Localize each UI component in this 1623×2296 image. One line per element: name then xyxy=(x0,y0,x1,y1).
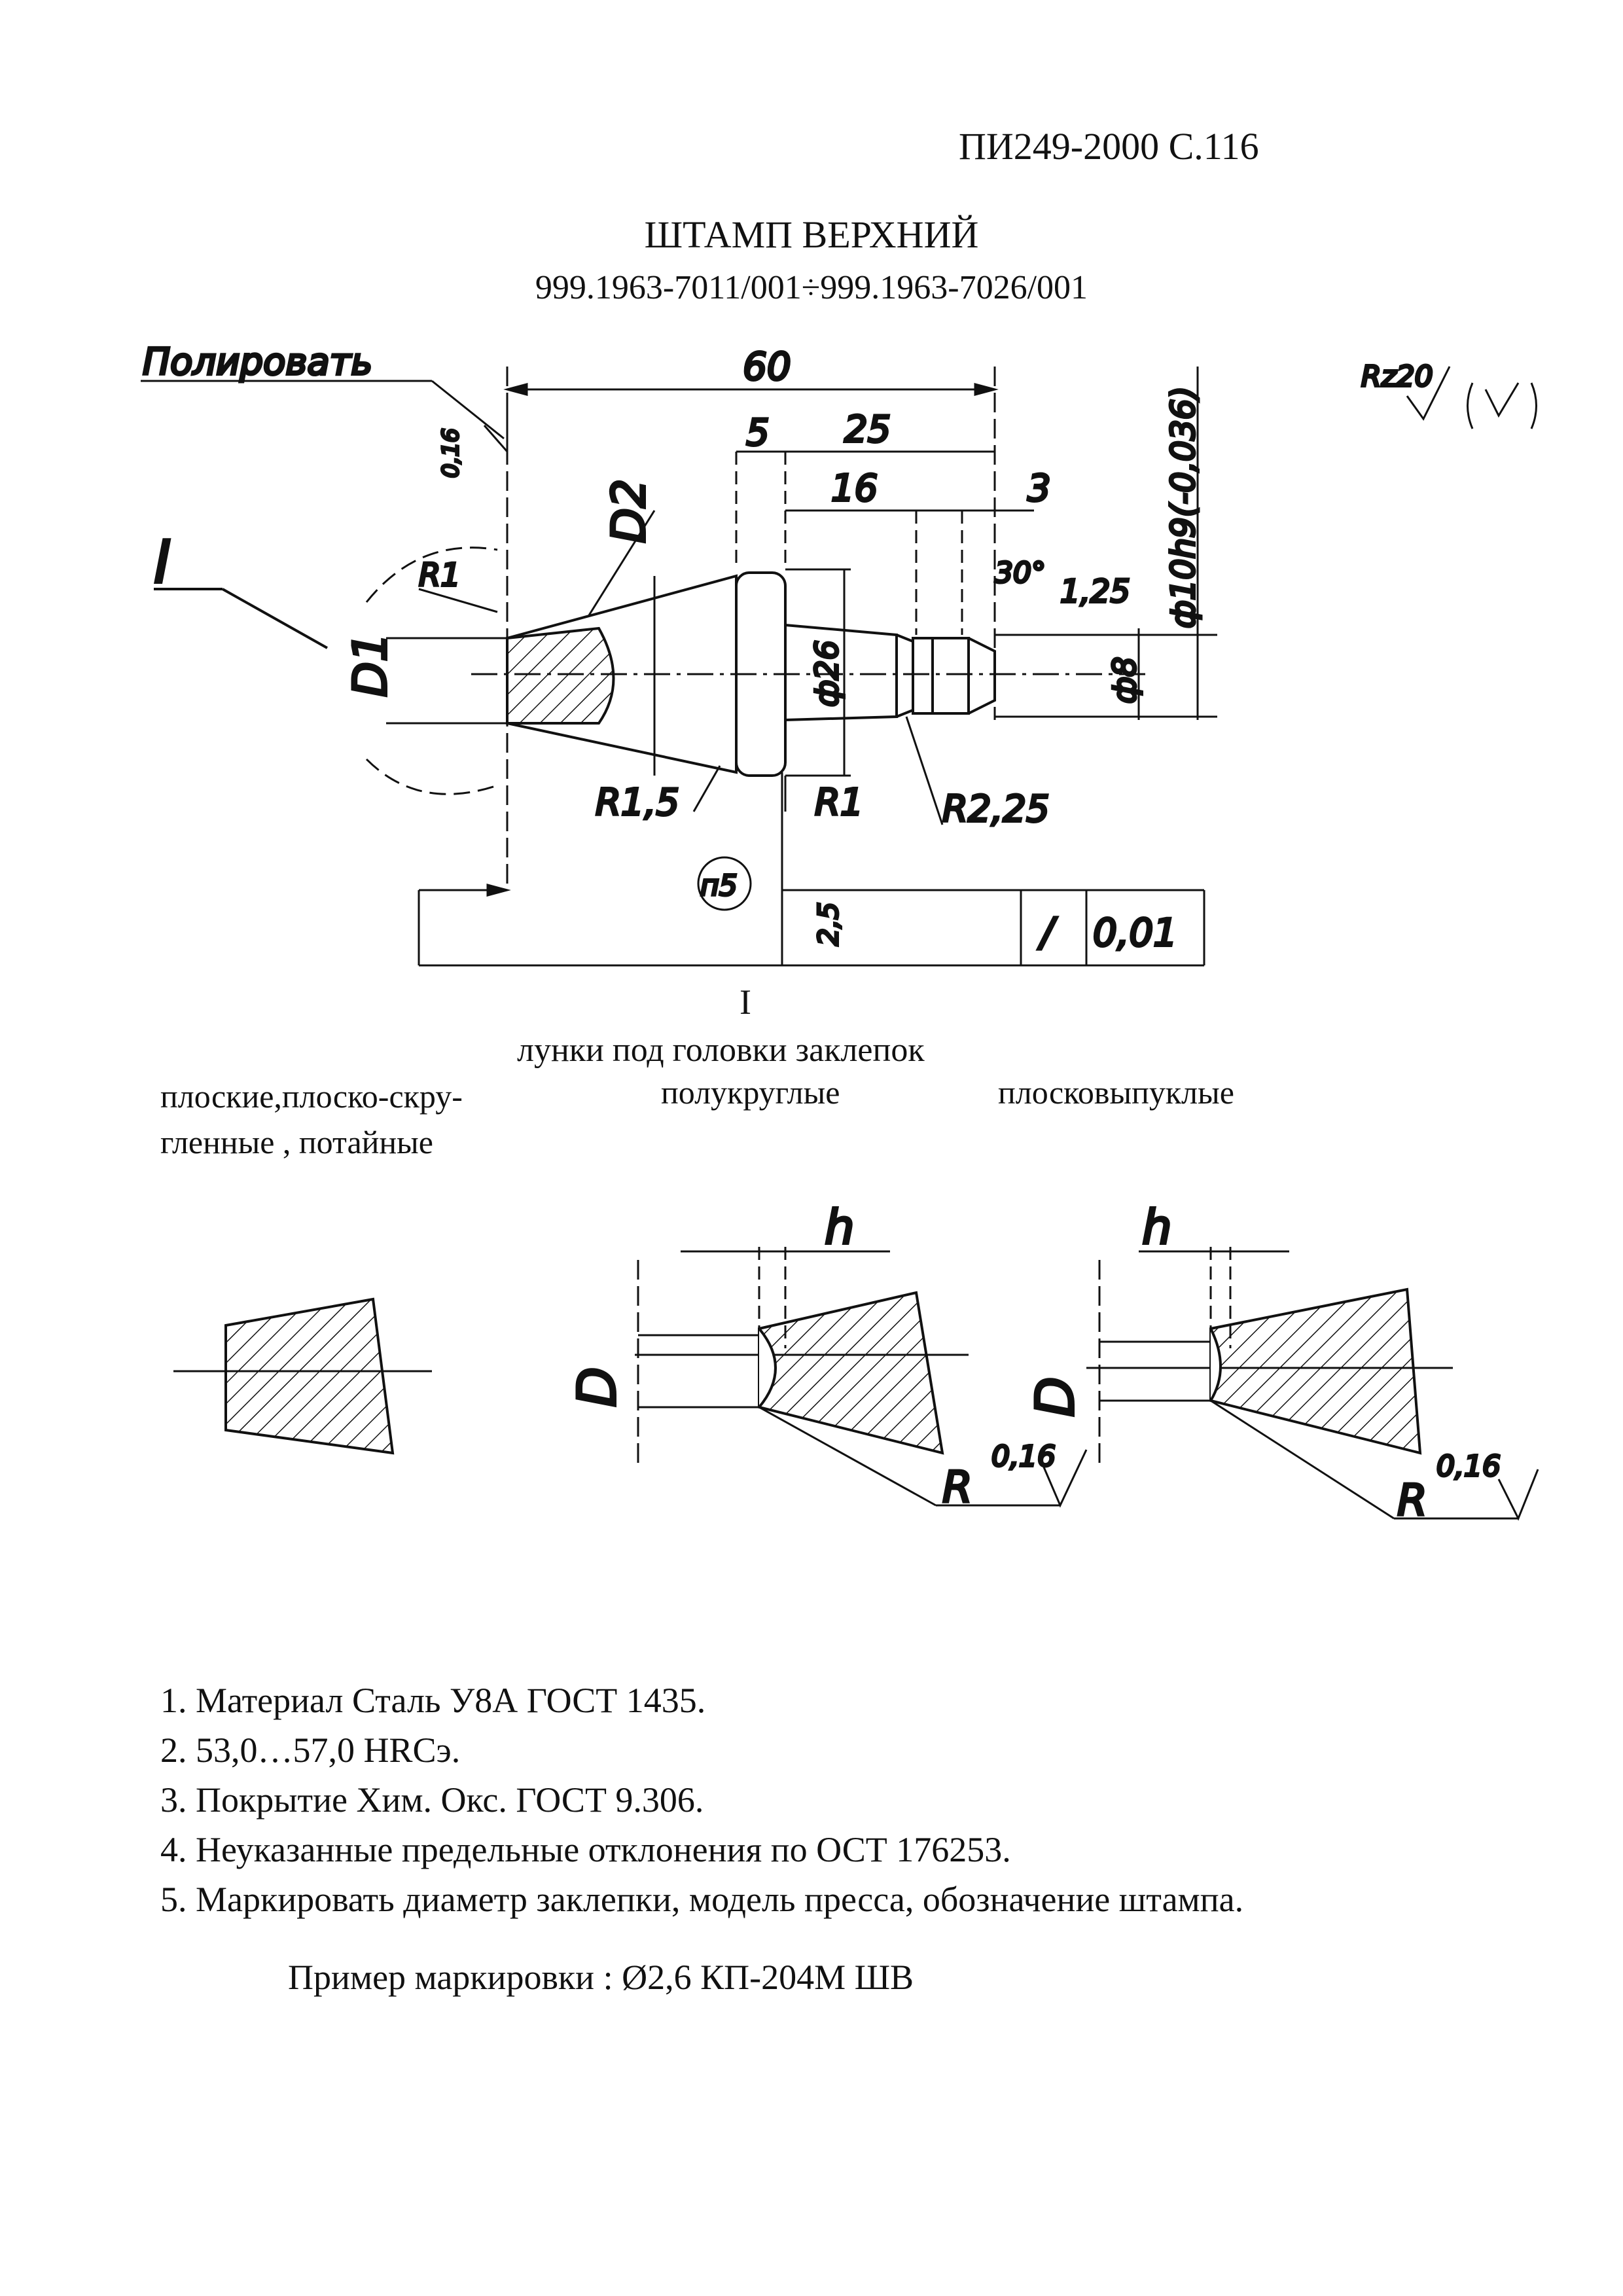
runout-symbol: / xyxy=(1037,910,1058,956)
dim-len-5: 5 xyxy=(746,412,770,454)
note-ref-circle xyxy=(697,856,752,911)
dim-len-25: 25 xyxy=(844,408,891,451)
detail-column-convex: плосковыпуклые xyxy=(998,1074,1234,1111)
note-3: 3. Покрытие Хим. Окс. ГОСТ 9.306. xyxy=(160,1780,704,1820)
detail-flat xyxy=(173,1297,432,1455)
label-d1: D1 xyxy=(344,633,397,697)
detail-label-r-convex: R xyxy=(1397,1475,1427,1526)
detail-roughness-convex: 0,16 xyxy=(1436,1450,1501,1483)
dim-diameter-26: ф26 xyxy=(809,640,846,707)
roughness-general-label: Rz20 xyxy=(1361,360,1433,393)
document-code: ПИ249-2000 С.116 xyxy=(959,125,1259,168)
detail-label-r-round: R xyxy=(942,1462,972,1513)
dim-radius-r1-5: R1,5 xyxy=(596,781,679,824)
dim-radius-r2-25: R2,25 xyxy=(942,788,1050,831)
drawing-designation: 999.1963-7011/001÷999.1963-7026/001 xyxy=(535,269,1088,306)
dim-overall-length: 60 xyxy=(743,344,791,389)
dim-len-16: 16 xyxy=(831,467,878,510)
detail-caption: лунки под головки заклепок xyxy=(517,1031,925,1069)
note-4: 4. Неуказанные предельные отклонения по … xyxy=(160,1830,1011,1869)
detail-label-d-convex: D xyxy=(1025,1376,1086,1417)
detail-roughness-round: 0,16 xyxy=(991,1440,1056,1473)
dimension-lines xyxy=(141,367,1205,967)
detail-view-mark: I xyxy=(740,982,751,1022)
drawing-title: ШТАМП ВЕРХНИЙ xyxy=(644,213,979,256)
polish-note: Полировать xyxy=(143,341,372,384)
note-5: 5. Маркировать диаметр заклепки, модель … xyxy=(160,1880,1244,1919)
dim-radius-r1-bottom: R1 xyxy=(815,781,864,824)
note-2: 2. 53,0…57,0 HRCэ. xyxy=(160,1731,461,1770)
technical-notes: 1. Материал Сталь У8А ГОСТ 1435. 2. 53,0… xyxy=(160,1676,1286,1924)
detail-column-round: полукруглые xyxy=(661,1074,840,1111)
roughness-polish-value: 0,16 xyxy=(438,428,464,478)
detail-label-h-round: h xyxy=(825,1200,855,1255)
label-d2: D2 xyxy=(602,479,656,543)
part-outline xyxy=(154,547,1217,795)
detail-label-h-convex: h xyxy=(1142,1200,1172,1255)
detail-round xyxy=(635,1247,1088,1508)
dim-chamfer-angle: 30° xyxy=(995,556,1046,590)
dim-len-3: 3 xyxy=(1027,467,1051,510)
detail-label-d-round: D xyxy=(567,1367,628,1407)
note-ref-label: п5 xyxy=(700,869,738,903)
note-1: 1. Материал Сталь У8А ГОСТ 1435. xyxy=(160,1681,706,1720)
roughness-2-5: 2,5 xyxy=(812,902,844,946)
runout-value: 0,01 xyxy=(1093,910,1177,955)
marking-example: Пример маркировки : Ø2,6 КП-204М ШВ xyxy=(288,1958,914,1997)
roughness-symbol xyxy=(1406,366,1451,421)
dim-radius-r1-top: R1 xyxy=(419,557,461,594)
dim-chamfer-length: 1,25 xyxy=(1060,573,1130,610)
detail-column-flat: плоские,плоско-скру- гленные , потайные xyxy=(160,1078,463,1160)
view-callout-top: I xyxy=(154,528,171,597)
detail-convex xyxy=(1086,1247,1539,1521)
dim-diameter-8: ф8 xyxy=(1107,656,1143,704)
dim-shank-diameter: ф10h9(-0,036) xyxy=(1164,386,1202,628)
